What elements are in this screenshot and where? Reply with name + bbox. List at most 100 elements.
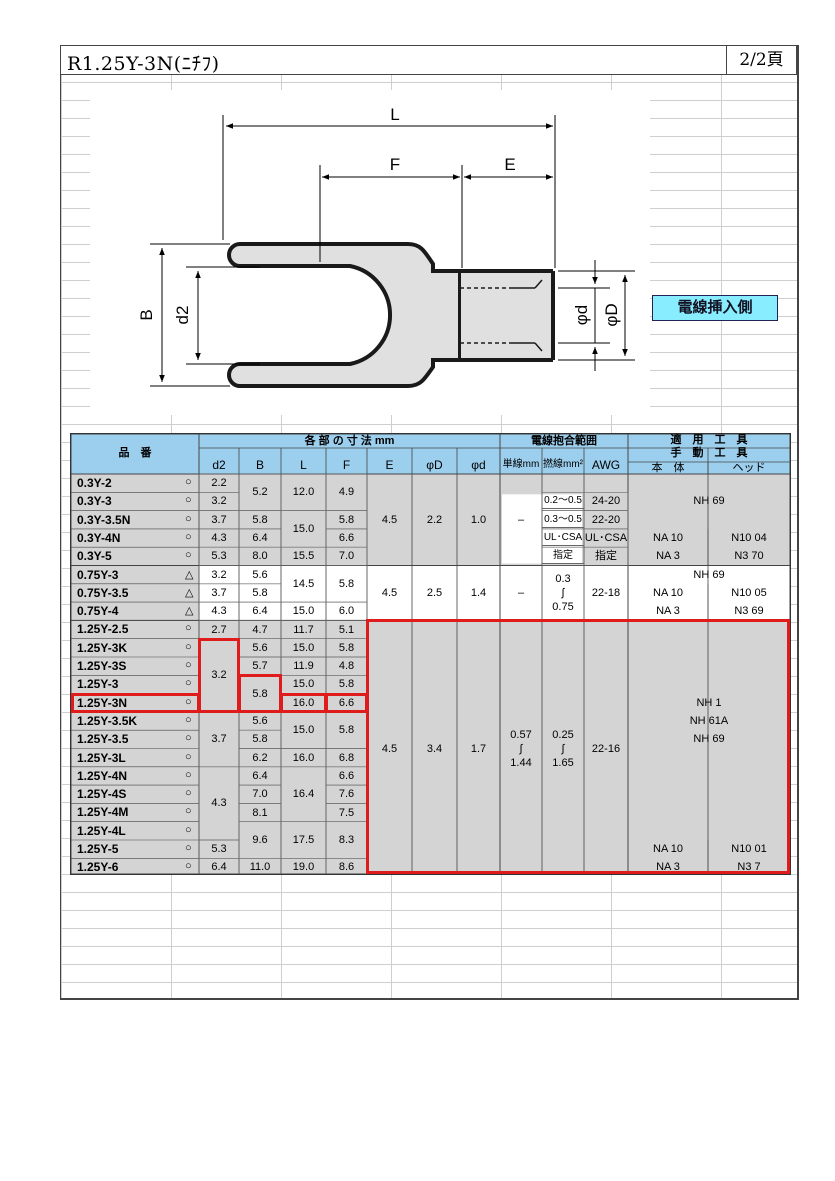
tool-name: NA 10 [653, 843, 683, 856]
part-number: 1.25Y-3.5 [77, 732, 129, 747]
data-cell: 4.9 [338, 486, 355, 499]
col-header-1: B [255, 458, 264, 472]
data-cell: 15.0 [292, 605, 315, 618]
data-cell: 1.7 [470, 742, 487, 755]
data-cell: 8.6 [338, 861, 355, 874]
part-number: 1.25Y-3 [77, 677, 119, 692]
data-cell: 9.6 [252, 834, 268, 846]
data-cell: 5.8 [338, 641, 355, 654]
availability-mark: △ [185, 568, 194, 581]
part-number: 1.25Y-4M [77, 805, 129, 820]
part-number: 1.25Y-4L [77, 823, 126, 838]
data-cell: 11.7 [293, 623, 314, 636]
data-cell: 4.3 [211, 605, 227, 618]
availability-mark: ○ [185, 823, 192, 836]
data-cell: 6.4 [252, 605, 268, 618]
availability-mark: ○ [185, 494, 192, 507]
dim-label-phid: φd [572, 305, 591, 325]
tool-name: N3 69 [734, 605, 764, 618]
data-cell: 0.3～0.5 [542, 513, 584, 528]
data-cell: 6.6 [338, 769, 355, 782]
data-cell: 2.2 [426, 513, 443, 526]
data-cell: 4.3 [211, 532, 227, 545]
data-cell: 6.4 [211, 861, 227, 874]
title-bar: R1.25Y-3N(ﾆﾁﾌ) 2/2頁 [60, 45, 798, 75]
tool-name: NA 10 [653, 586, 683, 599]
part-number: 0.3Y-3 [77, 494, 112, 509]
data-cell: 5.8 [338, 678, 355, 691]
data-cell: 15.0 [292, 678, 315, 691]
tool-name: NA 3 [656, 550, 680, 563]
data-cell: 7.0 [338, 550, 355, 563]
col-header-5: φD [426, 458, 443, 472]
availability-mark: ○ [185, 476, 192, 488]
tool-name: NA 3 [656, 861, 680, 874]
availability-mark: ○ [185, 659, 192, 671]
terminal-drawing: L F E B d2 φd φD [90, 90, 650, 415]
col-header-0: d2 [212, 458, 226, 472]
data-cell: 1.0 [470, 513, 487, 526]
group-1.25y [199, 620, 790, 874]
availability-mark: ○ [185, 695, 192, 708]
header-band [71, 434, 790, 474]
part-number: 0.75Y-3.5 [77, 585, 129, 600]
data-cell: – [517, 586, 525, 599]
data-cell: 5.8 [252, 513, 268, 526]
part-column [71, 474, 199, 874]
col-header-8: 撚線mm² [543, 459, 583, 470]
data-cell: 6.2 [252, 751, 268, 764]
data-cell: 4.8 [338, 660, 355, 673]
part-number: 1.25Y-3N [77, 695, 128, 710]
data-cell: 15.5 [292, 550, 315, 563]
data-cell: 6.4 [252, 769, 268, 782]
tool-name: NA 3 [656, 605, 680, 618]
availability-mark: ○ [185, 622, 192, 635]
data-cell: 3.7 [211, 513, 227, 526]
col-header-4: E [385, 458, 394, 472]
data-cell: 5.7 [252, 660, 268, 673]
spec-table-grid [71, 434, 790, 874]
data-cell: 5.3 [211, 550, 227, 563]
col-header-9: AWG [591, 458, 621, 472]
data-cell: 22-18 [591, 586, 621, 599]
part-number: 0.3Y-4N [77, 530, 121, 545]
part-number: 0.75Y-4 [77, 604, 119, 619]
dim-label-B: B [137, 309, 156, 320]
part-number: 1.25Y-3K [77, 640, 128, 655]
part-number: 0.3Y-5 [77, 549, 112, 564]
group-0.3y [199, 474, 790, 566]
data-cell: 5.8 [252, 586, 268, 599]
data-cell: 6.6 [338, 532, 355, 545]
data-cell: 0.2～0.5 [542, 494, 584, 510]
tool-name: N3 7 [737, 861, 761, 874]
tool-name: NH 69 [693, 495, 725, 508]
data-cell: 3.2 [211, 568, 227, 581]
data-cell: 16.4 [292, 788, 315, 801]
data-cell: 6.4 [252, 532, 268, 545]
availability-mark: ○ [185, 768, 192, 781]
data-cell: 15.0 [292, 724, 315, 737]
wire-insertion-side-label: 電線挿入側 [652, 295, 778, 321]
header-hand-tools: 手 動 工 具 [670, 447, 748, 459]
col-header-6: φd [471, 458, 486, 472]
data-cell: 22-20 [591, 513, 621, 526]
part-number: 0.3Y-2 [77, 476, 112, 490]
data-cell: 24-20 [591, 495, 621, 508]
availability-mark: ○ [185, 732, 192, 745]
header-wire-range: 電線抱合範囲 [531, 435, 597, 447]
tool-name: N10 01 [731, 843, 767, 856]
data-cell: UL･CSA [584, 532, 628, 545]
data-cell: 2.7 [211, 623, 227, 636]
part-number: 1.25Y-6 [77, 860, 119, 875]
data-cell: 6.0 [338, 605, 355, 618]
tool-name: N3 70 [734, 550, 764, 563]
part-number: 1.25Y-3.5K [77, 713, 138, 728]
data-cell: 5.6 [252, 715, 268, 728]
part-number: 0.75Y-3 [77, 567, 119, 582]
data-cell: 11.9 [293, 660, 314, 673]
data-cell: 22-16 [591, 742, 621, 755]
availability-mark: △ [185, 605, 194, 618]
data-cell: – [517, 513, 525, 526]
data-cell: 8.1 [252, 806, 268, 819]
data-cell: 4.5 [381, 742, 398, 755]
